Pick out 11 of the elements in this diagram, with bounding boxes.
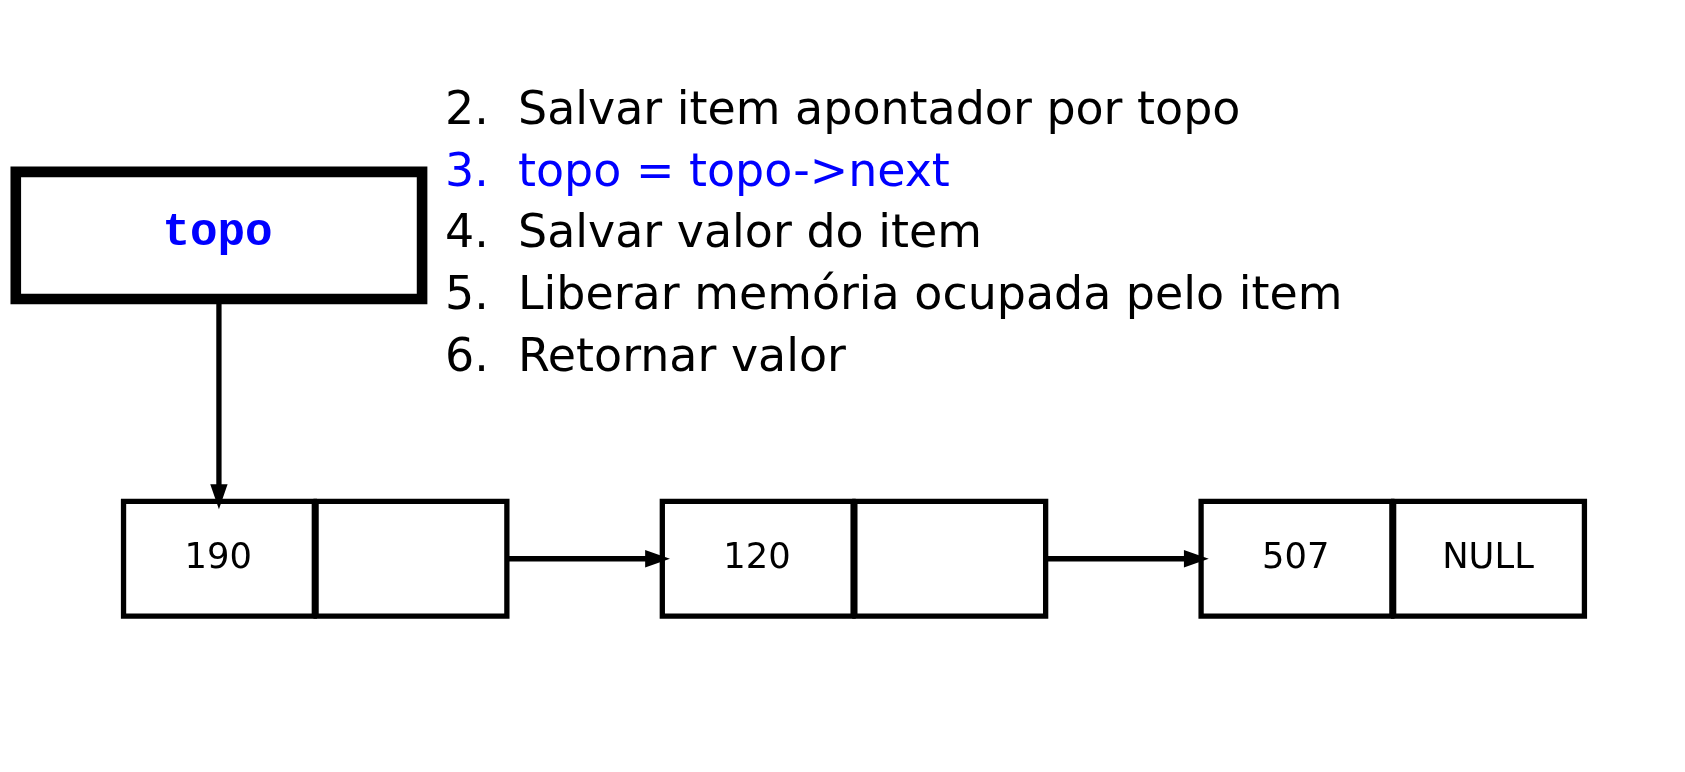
arrow	[507, 549, 670, 567]
label: 2. Salvar item apontador por topo	[445, 80, 1241, 135]
node-box: 190	[120, 498, 317, 619]
label: 4. Salvar valor do item	[445, 203, 982, 258]
label: 6. Retornar valor	[445, 327, 846, 382]
arrow	[1046, 549, 1209, 567]
node-box: topo	[10, 166, 428, 304]
label: 5. Liberar memória ocupada pelo item	[445, 265, 1343, 320]
node-box: NULL	[1391, 498, 1588, 619]
node-box	[852, 498, 1049, 619]
label: 3. topo = topo->next	[445, 142, 950, 197]
